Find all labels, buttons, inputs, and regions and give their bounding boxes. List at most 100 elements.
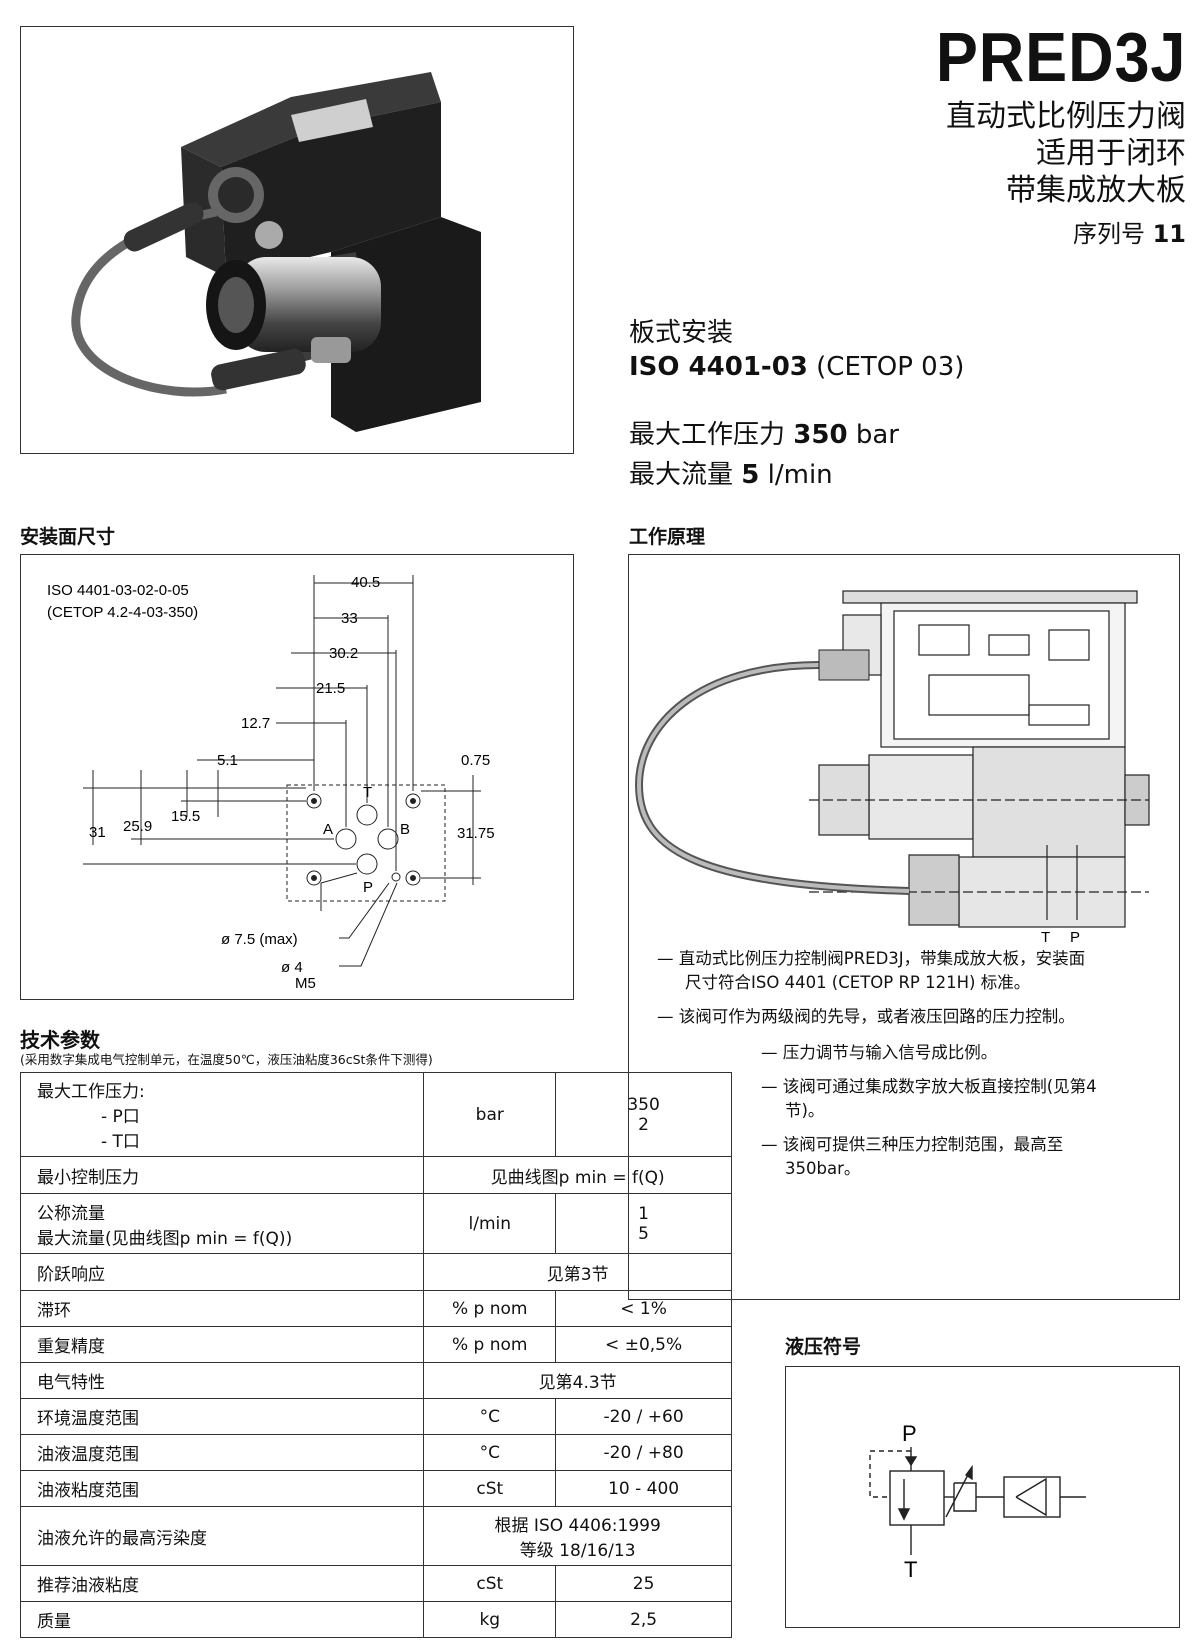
standard-line-2: (CETOP 4.2-4-03-350) xyxy=(47,604,198,621)
table-row: 重复精度 % p nom < ±0,5% xyxy=(19,1326,732,1363)
table-row: 最大工作压力: - P口 - T口 bar 350 2 xyxy=(19,1072,732,1157)
section-port-p: P xyxy=(1070,929,1080,945)
symbol-port-t: T xyxy=(904,1557,917,1582)
param-unit: kg xyxy=(423,1601,557,1638)
param-value: 350 2 xyxy=(555,1072,732,1157)
param-value: 见第4.3节 xyxy=(423,1362,732,1399)
product-photo xyxy=(71,72,481,432)
working-principle-title: 工作原理 xyxy=(629,526,706,548)
note-3: — 压力调节与输入信号成比例。 xyxy=(761,1043,998,1062)
tech-params-title: 技术参数 xyxy=(20,1028,100,1052)
max-pressure-value: 350 xyxy=(793,420,848,450)
max-flow: 最大流量 5 l/min xyxy=(629,454,833,491)
param-value: 25 xyxy=(555,1565,732,1602)
param-unit: cSt xyxy=(423,1470,557,1507)
mounting-standard: ISO 4401-03 (CETOP 03) xyxy=(629,352,964,382)
param-label: 油液允许的最高污染度 xyxy=(19,1506,425,1566)
serial-number: 序列号 11 xyxy=(1073,214,1186,249)
max-pressure-label: 最大工作压力 xyxy=(629,420,786,450)
dim-15-5: 15.5 xyxy=(171,808,200,825)
param-label: 环境温度范围 xyxy=(19,1398,425,1435)
param-label: 电气特性 xyxy=(19,1362,425,1399)
table-row: 滞环 % p nom < 1% xyxy=(19,1290,732,1327)
note-1-line-1: — 直动式比例压力控制阀PRED3J，带集成放大板，安装面 xyxy=(657,949,1086,968)
param-value: < ±0,5% xyxy=(555,1326,732,1363)
symbol-port-p: P xyxy=(902,1421,917,1446)
table-row: 油液粘度范围 cSt 10 - 400 xyxy=(19,1470,732,1507)
param-value: < 1% xyxy=(555,1290,732,1327)
param-unit: bar xyxy=(423,1072,557,1157)
mounting-type: 板式安装 xyxy=(629,318,734,348)
param-label: 最大工作压力: - P口 - T口 xyxy=(19,1072,425,1157)
serial-label: 序列号 xyxy=(1072,220,1145,248)
standard-line-1: ISO 4401-03-02-0-05 xyxy=(47,582,189,599)
note-4-line-1: — 该阀可通过集成数字放大板直接控制(见第4 xyxy=(761,1077,1097,1096)
param-value: -20 / +60 xyxy=(555,1398,732,1435)
param-unit: °C xyxy=(423,1398,557,1435)
note-5-line-2: 350bar。 xyxy=(785,1159,861,1178)
param-label: 重复精度 xyxy=(19,1326,425,1363)
mounting-surface-diagram: ISO 4401-03-02-0-05 (CETOP 4.2-4-03-350)… xyxy=(20,554,574,1000)
table-row: 阶跃响应 见第3节 xyxy=(19,1253,732,1291)
dim-30-2: 30.2 xyxy=(329,645,358,662)
param-value: 见曲线图p min = f(Q) xyxy=(423,1156,732,1194)
dim-21-5: 21.5 xyxy=(316,680,345,697)
dim-25-9: 25.9 xyxy=(123,818,152,835)
subtitle-line-2: 适用于闭环 xyxy=(1036,136,1186,171)
table-row: 油液允许的最高污染度 根据 ISO 4406:1999 等级 18/16/13 xyxy=(19,1506,732,1566)
table-row: 电气特性 见第4.3节 xyxy=(19,1362,732,1399)
dim-31-75: 31.75 xyxy=(457,825,495,842)
note-1-line-2: 尺寸符合ISO 4401 (CETOP RP 121H) 标准。 xyxy=(685,973,1031,992)
max-flow-unit: l/min xyxy=(767,460,833,490)
param-value: 1 5 xyxy=(555,1193,732,1254)
dim-40-5: 40.5 xyxy=(351,574,380,591)
serial-value: 11 xyxy=(1152,220,1186,248)
param-unit: l/min xyxy=(423,1193,557,1254)
max-pressure: 最大工作压力 350 bar xyxy=(629,414,899,451)
param-label: 油液温度范围 xyxy=(19,1434,425,1471)
param-unit: cSt xyxy=(423,1565,557,1602)
callout-max-hole: ø 7.5 (max) xyxy=(221,931,298,948)
table-row: 环境温度范围 °C -20 / +60 xyxy=(19,1398,732,1435)
callout-screw: M5 xyxy=(295,975,316,992)
subtitle-line-1: 直动式比例压力阀 xyxy=(946,99,1186,134)
dim-12-7: 12.7 xyxy=(241,715,270,732)
param-label: 最小控制压力 xyxy=(19,1156,425,1194)
port-t-label: T xyxy=(363,784,372,801)
param-label: 公称流量 最大流量(见曲线图p min = f(Q)) xyxy=(19,1193,425,1254)
dim-5-1: 5.1 xyxy=(217,752,238,769)
note-5-line-1: — 该阀可提供三种压力控制范围，最高至 xyxy=(761,1135,1064,1154)
param-label: 质量 xyxy=(19,1601,425,1638)
tech-params-table: 最大工作压力: - P口 - T口 bar 350 2 最小控制压力 见曲线图p… xyxy=(19,1072,732,1638)
param-label: 滞环 xyxy=(19,1290,425,1327)
param-label: 油液粘度范围 xyxy=(19,1470,425,1507)
product-photo-frame xyxy=(20,26,574,454)
param-label: 阶跃响应 xyxy=(19,1253,425,1291)
note-4-line-2: 节)。 xyxy=(785,1101,825,1120)
mounting-surface-title: 安装面尺寸 xyxy=(20,526,116,548)
dim-33: 33 xyxy=(341,610,358,627)
param-label: 推荐油液粘度 xyxy=(19,1565,425,1602)
valve-cross-section: T P xyxy=(634,590,1150,945)
mounting-standard-suffix: (CETOP 03) xyxy=(816,352,965,382)
tech-params-subtitle: (采用数字集成电气控制单元，在温度50℃，液压油粘度36cSt条件下测得) xyxy=(20,1052,433,1067)
param-value: 2,5 xyxy=(555,1601,732,1638)
mounting-standard-code: ISO 4401-03 xyxy=(629,352,808,382)
port-b-label: B xyxy=(400,821,410,838)
param-unit: % p nom xyxy=(423,1290,557,1327)
table-row: 质量 kg 2,5 xyxy=(19,1601,732,1638)
product-code: PRED3J xyxy=(935,18,1186,96)
max-flow-label: 最大流量 xyxy=(629,460,734,490)
max-pressure-unit: bar xyxy=(855,420,899,450)
section-port-t: T xyxy=(1041,929,1050,945)
param-value: 10 - 400 xyxy=(555,1470,732,1507)
param-value: -20 / +80 xyxy=(555,1434,732,1471)
param-unit: °C xyxy=(423,1434,557,1471)
hydraulic-symbol-title: 液压符号 xyxy=(785,1336,862,1358)
param-value: 根据 ISO 4406:1999 等级 18/16/13 xyxy=(423,1506,732,1566)
callout-pin: ø 4 xyxy=(281,959,303,976)
port-p-label: P xyxy=(363,879,373,896)
table-row: 公称流量 最大流量(见曲线图p min = f(Q)) l/min 1 5 xyxy=(19,1193,732,1254)
param-value: 见第3节 xyxy=(423,1253,732,1291)
table-row: 油液温度范围 °C -20 / +80 xyxy=(19,1434,732,1471)
